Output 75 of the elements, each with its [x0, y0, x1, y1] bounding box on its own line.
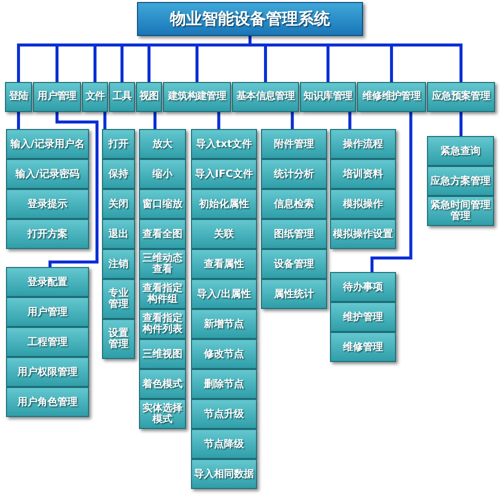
item-box: 操作流程: [330, 129, 396, 159]
item-box: 查看指定构件列表: [139, 309, 186, 339]
category-box: 应急预案管理: [427, 82, 495, 112]
item-box: 待办事项: [330, 272, 396, 302]
item-box: 节点升级: [191, 399, 257, 429]
item-box: 删除节点: [191, 369, 257, 399]
item-box: 模拟操作设置: [330, 219, 396, 249]
item-box: 设备管理: [261, 249, 327, 279]
item-box: 专业管理: [102, 279, 135, 319]
title-box: 物业智能设备管理系统: [137, 2, 363, 36]
item-box: 设置管理: [102, 319, 135, 359]
item-box: 三维视图: [139, 339, 186, 369]
item-box: 关闭: [102, 189, 135, 219]
connector-line: [348, 112, 352, 129]
item-box: 用户角色管理: [6, 387, 89, 417]
item-box: 窗口缩放: [139, 189, 186, 219]
item-box: 应急方案管理: [427, 166, 494, 196]
connector-line: [217, 112, 220, 129]
item-box: 新增节点: [191, 309, 257, 339]
connector-line: [17, 112, 20, 129]
connector-line: [248, 36, 462, 82]
category-box: 用户管理: [33, 82, 81, 112]
item-box: 注销: [102, 249, 135, 279]
item-box: 打开方案: [6, 219, 89, 249]
connector-line: [460, 112, 462, 136]
item-box: 登录配置: [6, 267, 89, 297]
item-box: 打开: [102, 129, 135, 159]
item-box: 导入txt文件: [191, 129, 257, 159]
item-box: 模拟操作: [330, 189, 396, 219]
item-box: 退出: [102, 219, 135, 249]
item-box: 导入/出属性: [191, 279, 257, 309]
connector-line: [153, 112, 156, 129]
category-box: 视图: [136, 82, 162, 112]
item-box: 导入IFC文件: [191, 159, 257, 189]
item-box: 查看指定构件组: [139, 279, 186, 309]
item-box: 查看全图: [139, 219, 186, 249]
category-box: 基本信息管理: [232, 82, 299, 112]
item-box: 实体选择模式: [139, 399, 186, 429]
item-box: 属性统计: [261, 279, 327, 309]
item-box: 放大: [139, 129, 186, 159]
connector-line: [370, 112, 412, 272]
item-box: 输入/记录密码: [6, 159, 89, 189]
item-box: 紧急时间管理管理: [427, 196, 494, 226]
item-box: 修改节点: [191, 339, 257, 369]
category-box: 登陆: [5, 82, 32, 112]
item-box: 导入相同数据: [191, 459, 257, 489]
item-box: 保持: [102, 159, 135, 189]
item-box: 图纸管理: [261, 219, 327, 249]
item-box: 用户管理: [6, 297, 89, 327]
item-box: 维修管理: [330, 332, 396, 362]
item-box: 登录提示: [6, 189, 89, 219]
item-box: 三维动态查看: [139, 249, 186, 279]
item-box: 着色模式: [139, 369, 186, 399]
category-box: 建筑构建管理: [163, 82, 231, 112]
item-box: 关联: [191, 219, 257, 249]
item-box: 信息检索: [261, 189, 327, 219]
connector-line: [103, 112, 106, 129]
item-box: 查看属性: [191, 249, 257, 279]
category-box: 维修维护管理: [357, 82, 426, 112]
category-box: 工具: [109, 82, 135, 112]
item-box: 输入/记录用户名: [6, 129, 89, 159]
item-box: 统计分析: [261, 159, 327, 189]
item-box: 用户权限管理: [6, 357, 89, 387]
connector-line: [48, 112, 98, 267]
item-box: 培训资料: [330, 159, 396, 189]
category-box: 文件: [82, 82, 108, 112]
item-box: 附件管理: [261, 129, 327, 159]
item-box: 缩小: [139, 159, 186, 189]
item-box: 维护管理: [330, 302, 396, 332]
item-box: 节点降级: [191, 429, 257, 459]
item-box: 初始化属性: [191, 189, 257, 219]
connector-line: [290, 112, 294, 129]
item-box: 紧急查询: [427, 136, 494, 166]
item-box: 工程管理: [6, 327, 89, 357]
category-box: 知识库管理: [300, 82, 356, 112]
